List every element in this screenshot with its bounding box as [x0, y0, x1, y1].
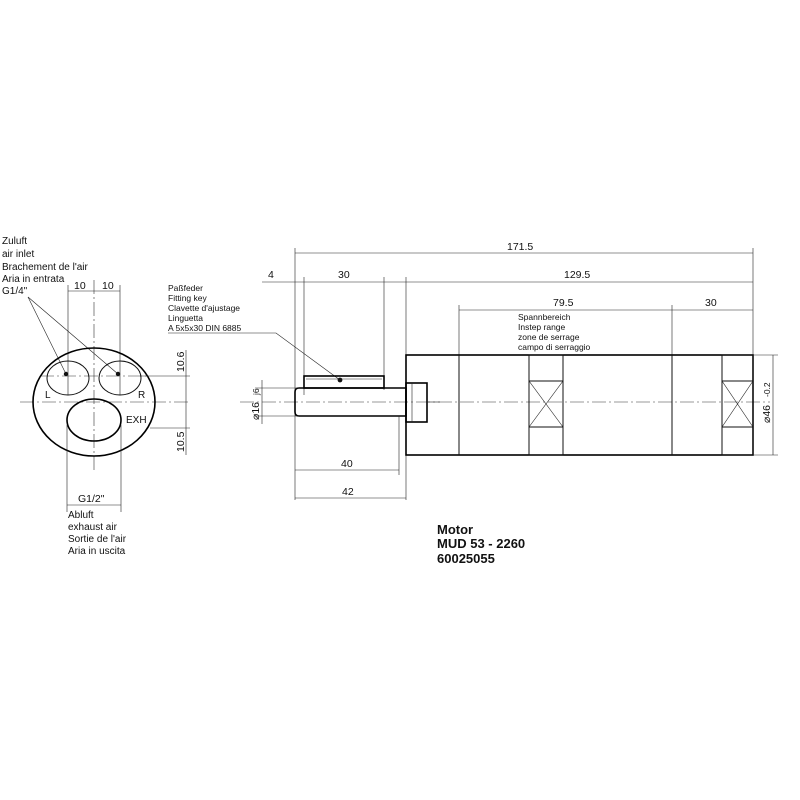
body-length-value: 129.5: [564, 269, 590, 281]
body-tolerance-value: -0.2: [762, 382, 772, 397]
wrench-flat-rear-cross-2: [721, 380, 754, 428]
clamp-label-line-4: campo di serraggio: [518, 342, 591, 352]
key-leader-dot: [337, 377, 343, 383]
inlet-label-line-3: Brachement de l'air: [2, 262, 89, 273]
wrench-flat-rear-face: [721, 380, 754, 428]
inlet-label-line-4: Aria in entrata: [2, 274, 65, 285]
exhaust-label-line-4: Aria in uscita: [68, 546, 126, 557]
inlet-label-line-1: Zuluft: [2, 236, 27, 247]
title-line-3: 60025055: [437, 551, 495, 566]
key-label-line-5: A 5x5x30 DIN 6885: [168, 323, 242, 333]
exhaust-label-line-2: exhaust air: [68, 522, 118, 533]
title-line-1: Motor: [437, 522, 473, 537]
title-line-2: MUD 53 - 2260: [437, 536, 525, 551]
shaft-40-value: 40: [341, 458, 353, 470]
exhaust-thread-value: G1/2": [78, 493, 105, 505]
key-label-line-3: Clavette d'ajustage: [168, 303, 240, 313]
fitting-key: [303, 375, 385, 389]
shaft-collar: [405, 382, 428, 423]
inlet-label-line-2: air inlet: [2, 249, 34, 260]
port-label-exhaust: EXH: [126, 415, 147, 426]
port-label-left: L: [45, 390, 51, 401]
inlet-port-left-center: [63, 371, 69, 377]
shaft-diameter-value: ⌀16: [250, 402, 262, 420]
exhaust-label-line-3: Sortie de l'air: [68, 534, 127, 545]
lower-offset-value: 10.5: [175, 431, 187, 452]
inlet-leader-left: [27, 296, 67, 375]
port-spacing-left-value: 10: [74, 280, 86, 292]
wrench-flat-front: [528, 354, 564, 456]
motor-body: [405, 354, 754, 456]
inlet-port-left: [46, 360, 90, 396]
rear-length-value: 30: [705, 297, 717, 309]
key-length-value: 30: [338, 269, 350, 281]
exhaust-port: [66, 398, 122, 442]
key-label-line-4: Linguetta: [168, 313, 203, 323]
shaft-42-value: 42: [342, 486, 354, 498]
inlet-leader-right: [27, 296, 119, 375]
upper-offset-value: 10.6: [175, 351, 187, 372]
inlet-port-right-center: [115, 371, 121, 377]
key-leader-line: [168, 332, 341, 381]
wrench-flat-rear: [721, 354, 754, 456]
wrench-flat-front-face: [528, 380, 564, 428]
exhaust-label-line-1: Abluft: [68, 510, 94, 521]
side-view: 171.5 4 30 129.5 79.5 30 Spannbereich In…: [168, 241, 778, 500]
key-label-line-2: Fitting key: [168, 293, 207, 303]
end-view: Zuluft air inlet Brachement de l'air Ari…: [2, 236, 190, 557]
port-spacing-right-value: 10: [102, 280, 114, 292]
clamp-label-line-3: zone de serrage: [518, 332, 580, 342]
end-view-housing-outline: [32, 347, 156, 457]
body-diameter-value: ⌀46: [761, 405, 773, 423]
shaft-tolerance-value: j6: [251, 388, 261, 396]
clamp-label-line-2: Instep range: [518, 322, 566, 332]
port-label-right: R: [138, 390, 145, 401]
shoulder-value: 4: [268, 269, 274, 281]
inlet-port-right: [98, 360, 142, 396]
inlet-label-line-5: G1/4": [2, 286, 28, 297]
clamp-label-line-1: Spannbereich: [518, 312, 571, 322]
title-block: Motor MUD 53 - 2260 60025055: [437, 522, 525, 566]
total-length-value: 171.5: [507, 241, 533, 253]
wrench-flat-front-cross-2: [528, 380, 564, 428]
key-label-line-1: Paßfeder: [168, 283, 203, 293]
clamp-length-value: 79.5: [553, 297, 574, 309]
